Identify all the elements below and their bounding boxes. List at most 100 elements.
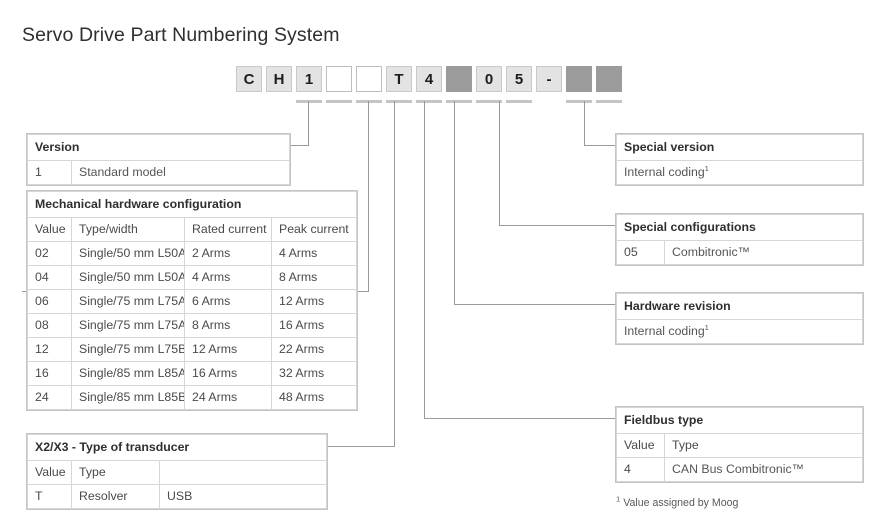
table-row: 16 Single/85 mm L85A 16 Arms 32 Arms [27, 361, 357, 386]
cell-value: 16 [27, 361, 72, 386]
connector-cap-box6 [386, 100, 412, 103]
part-number-box-5[interactable] [356, 66, 382, 92]
connector-cap-box4 [326, 100, 352, 103]
cell-type-width: Single/75 mm L75A [71, 313, 185, 338]
table-hardware-revision-value: Internal coding1 [616, 319, 863, 344]
connector-cap-box7 [416, 100, 442, 103]
part-number-box-6[interactable]: T [386, 66, 412, 92]
part-number-box-1[interactable]: C [236, 66, 262, 92]
cell-value: 06 [27, 289, 72, 314]
page-title: Servo Drive Part Numbering System [22, 24, 340, 46]
table-row: 12 Single/75 mm L75B 12 Arms 22 Arms [27, 337, 357, 362]
part-number-row: C H 1 T 4 0 5 - [236, 66, 622, 92]
table-version-value: 1 [27, 160, 72, 185]
table-header-row: Value Type [27, 460, 327, 485]
table-row: T Resolver USB [27, 484, 327, 509]
table-hardware-revision-title: Hardware revision [616, 293, 863, 320]
cell-peak-current: 32 Arms [271, 361, 357, 386]
table-mechanical-title: Mechanical hardware configuration [27, 191, 357, 218]
connector-fieldbus-horizontal [424, 418, 615, 419]
cell-rated-current: 12 Arms [184, 337, 272, 362]
table-special-version-value: Internal coding1 [616, 160, 863, 185]
table-row: Special version [616, 134, 863, 161]
part-number-box-8[interactable] [446, 66, 472, 92]
cell-type-width: Single/85 mm L85B [71, 385, 185, 410]
part-number-box-12[interactable] [566, 66, 592, 92]
footnote-text: Value assigned by Moog [623, 497, 739, 509]
cell-type: Resolver [71, 484, 160, 509]
connector-hardware-revision-horizontal [454, 304, 615, 305]
col-header-type: Type [71, 460, 160, 485]
cell-type-width: Single/75 mm L75B [71, 337, 185, 362]
table-row: 24 Single/85 mm L85B 24 Arms 48 Arms [27, 385, 357, 410]
table-row: 02 Single/50 mm L50A 2 Arms 4 Arms [27, 241, 357, 266]
cell-rated-current: 24 Arms [184, 385, 272, 410]
cell-value: 08 [27, 313, 72, 338]
part-number-box-9[interactable]: 0 [476, 66, 502, 92]
connector-cap-box9 [476, 100, 502, 103]
table-row: Internal coding1 [616, 319, 863, 344]
table-row: Special configurations [616, 214, 863, 241]
cell-desc: Combitronic™ [664, 240, 863, 265]
connector-fieldbus-vertical [424, 101, 425, 418]
table-special-version-title: Special version [616, 134, 863, 161]
footnote: 1 Value assigned by Moog [616, 494, 739, 509]
table-special-configurations: Special configurations 05 Combitronic™ [615, 213, 864, 266]
col-header-peak-current: Peak current [271, 217, 357, 242]
connector-version-vertical [308, 101, 309, 145]
table-transducer: X2/X3 - Type of transducer Value Type T … [26, 433, 328, 510]
cell-peak-current: 48 Arms [271, 385, 357, 410]
part-number-box-10[interactable]: 5 [506, 66, 532, 92]
part-number-box-4[interactable] [326, 66, 352, 92]
cell-rated-current: 4 Arms [184, 265, 272, 290]
connector-mechanical-vertical [368, 101, 369, 291]
table-transducer-title: X2/X3 - Type of transducer [27, 434, 327, 461]
table-row: 4 CAN Bus Combitronic™ [616, 457, 863, 482]
connector-cap-box5 [356, 100, 382, 103]
part-number-box-13[interactable] [596, 66, 622, 92]
cell-value: 24 [27, 385, 72, 410]
part-number-box-2[interactable]: H [266, 66, 292, 92]
col-header-value: Value [27, 460, 72, 485]
table-special-configurations-title: Special configurations [616, 214, 863, 241]
cell-peak-current: 16 Arms [271, 313, 357, 338]
table-row: Version [27, 134, 290, 161]
internal-coding-text: Internal coding [624, 324, 705, 338]
connector-transducer-horizontal [328, 446, 395, 447]
cell-rated-current: 8 Arms [184, 313, 272, 338]
connector-cap-box3 [296, 100, 322, 103]
col-header-value: Value [27, 217, 72, 242]
table-row: Mechanical hardware configuration [27, 191, 357, 218]
connector-cap-box10 [506, 100, 532, 103]
table-row: Internal coding1 [616, 160, 863, 185]
footnote-marker: 1 [704, 322, 709, 332]
footnote-marker: 1 [616, 494, 621, 504]
table-version-title: Version [27, 134, 290, 161]
part-number-box-3[interactable]: 1 [296, 66, 322, 92]
connector-transducer-vertical [394, 101, 395, 446]
table-header-row: Value Type/width Rated current Peak curr… [27, 217, 357, 242]
cell-peak-current: 4 Arms [271, 241, 357, 266]
table-header-row: Value Type [616, 433, 863, 458]
table-row: 08 Single/75 mm L75A 8 Arms 16 Arms [27, 313, 357, 338]
col-header-rated-current: Rated current [184, 217, 272, 242]
table-row: 06 Single/75 mm L75A 6 Arms 12 Arms [27, 289, 357, 314]
part-number-box-7[interactable]: 4 [416, 66, 442, 92]
table-version: Version 1 Standard model [26, 133, 291, 186]
connector-cap-box13 [596, 100, 622, 103]
cell-peak-current: 8 Arms [271, 265, 357, 290]
cell-type-width: Single/50 mm L50A [71, 241, 185, 266]
col-header-value: Value [616, 433, 665, 458]
connector-special-version-vertical [584, 101, 585, 145]
connector-cap-box12 [566, 100, 592, 103]
part-number-box-11[interactable]: - [536, 66, 562, 92]
footnote-marker: 1 [704, 163, 709, 173]
cell-value: 12 [27, 337, 72, 362]
internal-coding-text: Internal coding [624, 165, 705, 179]
cell-interface: USB [159, 484, 327, 509]
table-row: 1 Standard model [27, 160, 290, 185]
table-row: 05 Combitronic™ [616, 240, 863, 265]
cell-rated-current: 6 Arms [184, 289, 272, 314]
cell-value: 05 [616, 240, 665, 265]
table-version-desc: Standard model [71, 160, 290, 185]
